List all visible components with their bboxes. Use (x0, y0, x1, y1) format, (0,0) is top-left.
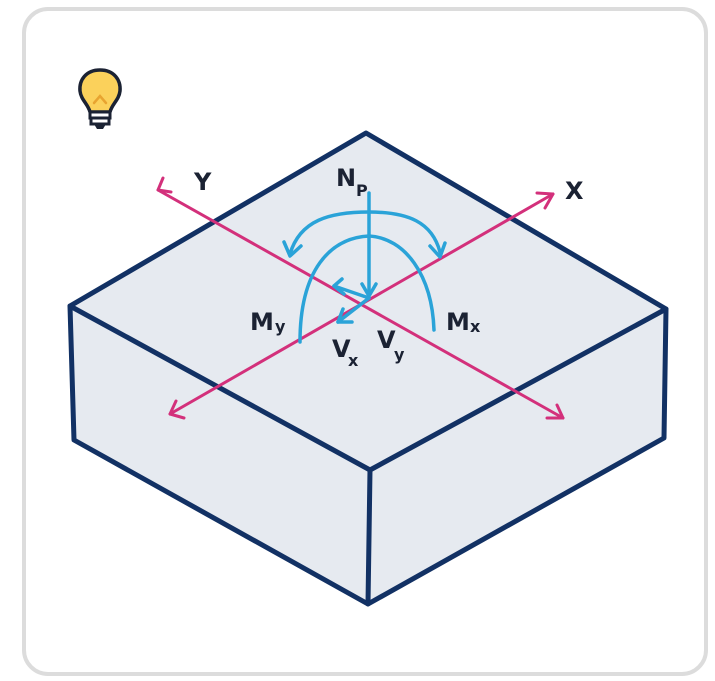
vy-arrow (332, 277, 371, 300)
np-label-main: N (336, 164, 356, 192)
vx-arrow (336, 296, 371, 324)
np-arrow (360, 191, 378, 298)
my-moment-arrow (298, 234, 436, 344)
axis-x-negative (168, 399, 186, 420)
axis-y-label: Y (193, 168, 212, 196)
vy-label-main: V (377, 326, 396, 354)
np-label: N P (336, 164, 368, 200)
np-label-sub: P (356, 181, 368, 200)
vy-label: V y (377, 326, 405, 364)
vx-label: V x (332, 335, 359, 370)
vx-label-main: V (332, 335, 351, 363)
mx-label-main: M (446, 308, 470, 336)
force-arrows (282, 191, 447, 344)
my-label-main: M (250, 308, 274, 336)
my-label-sub: y (275, 317, 286, 336)
lightbulb-icon[interactable] (78, 68, 122, 129)
mx-moment-arrow (282, 210, 447, 259)
mx-label: M x (446, 308, 481, 336)
slab-outline (67, 130, 669, 607)
vy-label-sub: y (394, 345, 405, 364)
slab-right-face (368, 309, 666, 604)
mx-label-sub: x (470, 317, 481, 336)
vx-label-sub: x (348, 351, 359, 370)
slab-left-face (70, 306, 370, 604)
my-label: M y (250, 308, 286, 336)
axis-x-label: X (565, 177, 584, 205)
